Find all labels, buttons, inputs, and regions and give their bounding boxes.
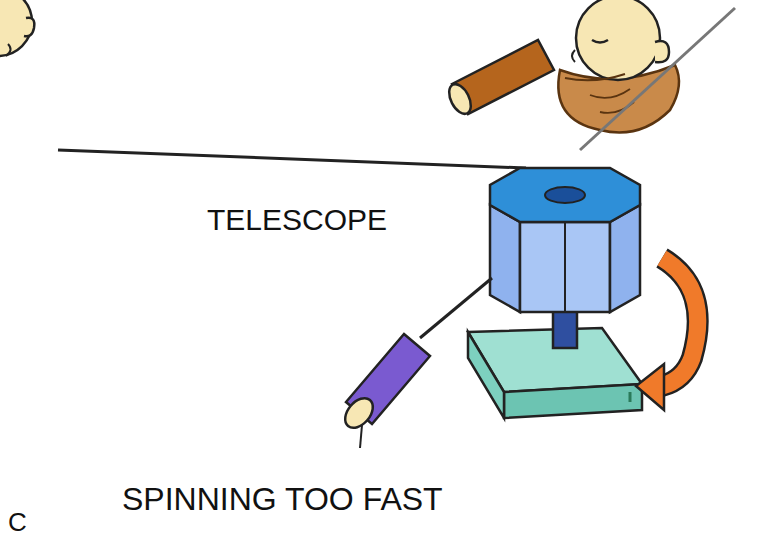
octagonal-mirror xyxy=(490,168,640,312)
hand-telescope xyxy=(445,40,554,117)
leader-line xyxy=(58,150,526,168)
stick xyxy=(580,8,735,150)
telescope-label: TELESCOPE xyxy=(207,203,387,236)
panel-letter: C xyxy=(8,508,27,537)
rotation-arrow xyxy=(636,258,698,410)
partial-face xyxy=(0,0,34,56)
light-tube xyxy=(340,334,430,448)
caption-label: SPINNING TOO FAST xyxy=(122,482,443,517)
light-ray xyxy=(420,278,492,338)
